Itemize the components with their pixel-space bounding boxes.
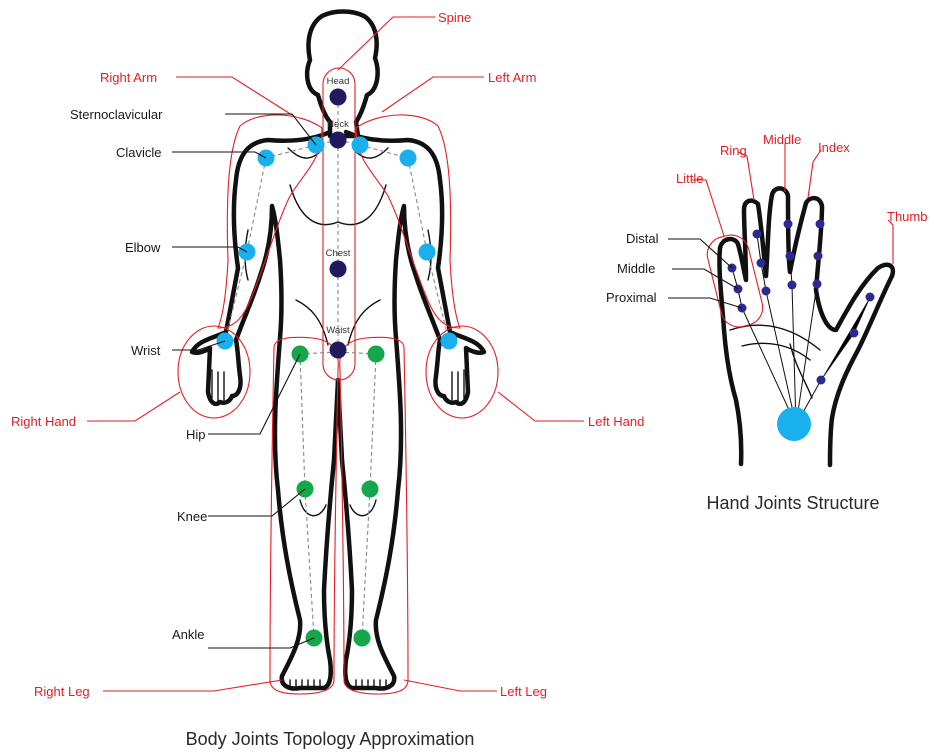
left-clavicle-joint [400,150,417,167]
left-wrist-joint [441,333,458,350]
index-distal-joint [816,220,825,229]
hand-caption: Hand Joints Structure [706,493,879,513]
waist-joint [330,342,347,359]
body-joints [217,89,458,647]
hand-root-joint [777,407,811,441]
ring-middle-joint [757,259,766,268]
ring-distal-joint [753,230,762,239]
ring-finger-label: Ring [720,143,747,158]
body-caption: Body Joints Topology Approximation [186,729,475,749]
left-hip-joint [368,346,385,363]
hip-label: Hip [186,427,206,442]
head-joint [330,89,347,106]
left-leg-label: Left Leg [500,684,547,699]
proximal-label: Proximal [606,290,657,305]
right-leg-label: Right Leg [34,684,90,699]
middle-middle-joint [786,252,795,261]
right-arm-label: Right Arm [100,70,157,85]
neck-label: Neck [327,119,349,130]
wrist-label: Wrist [131,343,161,358]
left-hand-label: Left Hand [588,414,644,429]
clavicle-label: Clavicle [116,145,162,160]
ring-proximal-joint [762,287,771,296]
left-ankle-joint [354,630,371,647]
spine-label: Spine [438,10,471,25]
sternoclavicular-label: Sternoclavicular [70,107,163,122]
hand-diagram: Little Ring Middle Index Thumb Distal Mi… [606,132,927,513]
index-proximal-joint [813,280,822,289]
right-hand-label: Right Hand [11,414,76,429]
thumb-proximal-joint [817,376,826,385]
little-finger-label: Little [676,171,703,186]
head-label: Head [327,76,350,87]
index-middle-joint [814,252,823,261]
left-knee-joint [362,481,379,498]
thumb-middle-joint [850,329,859,338]
index-finger-label: Index [818,140,850,155]
body-bones [225,97,449,638]
left-elbow-joint [419,244,436,261]
left-arm-label: Left Arm [488,70,536,85]
waist-label: Waist [326,325,350,336]
ankle-label: Ankle [172,627,205,642]
little-finger-region [703,231,766,330]
middle-finger-label: Middle [763,132,801,147]
left-sternoclavicular-joint [352,137,369,154]
thumb-distal-joint [866,293,875,302]
chest-label: Chest [326,248,351,259]
chest-joint [330,261,347,278]
middle-distal-joint [784,220,793,229]
middle-proximal-joint [788,281,797,290]
knee-label: Knee [177,509,207,524]
thumb-label: Thumb [887,209,927,224]
middle-phalanx-label: Middle [617,261,655,276]
distal-label: Distal [626,231,659,246]
elbow-label: Elbow [125,240,161,255]
neck-joint [330,132,347,149]
